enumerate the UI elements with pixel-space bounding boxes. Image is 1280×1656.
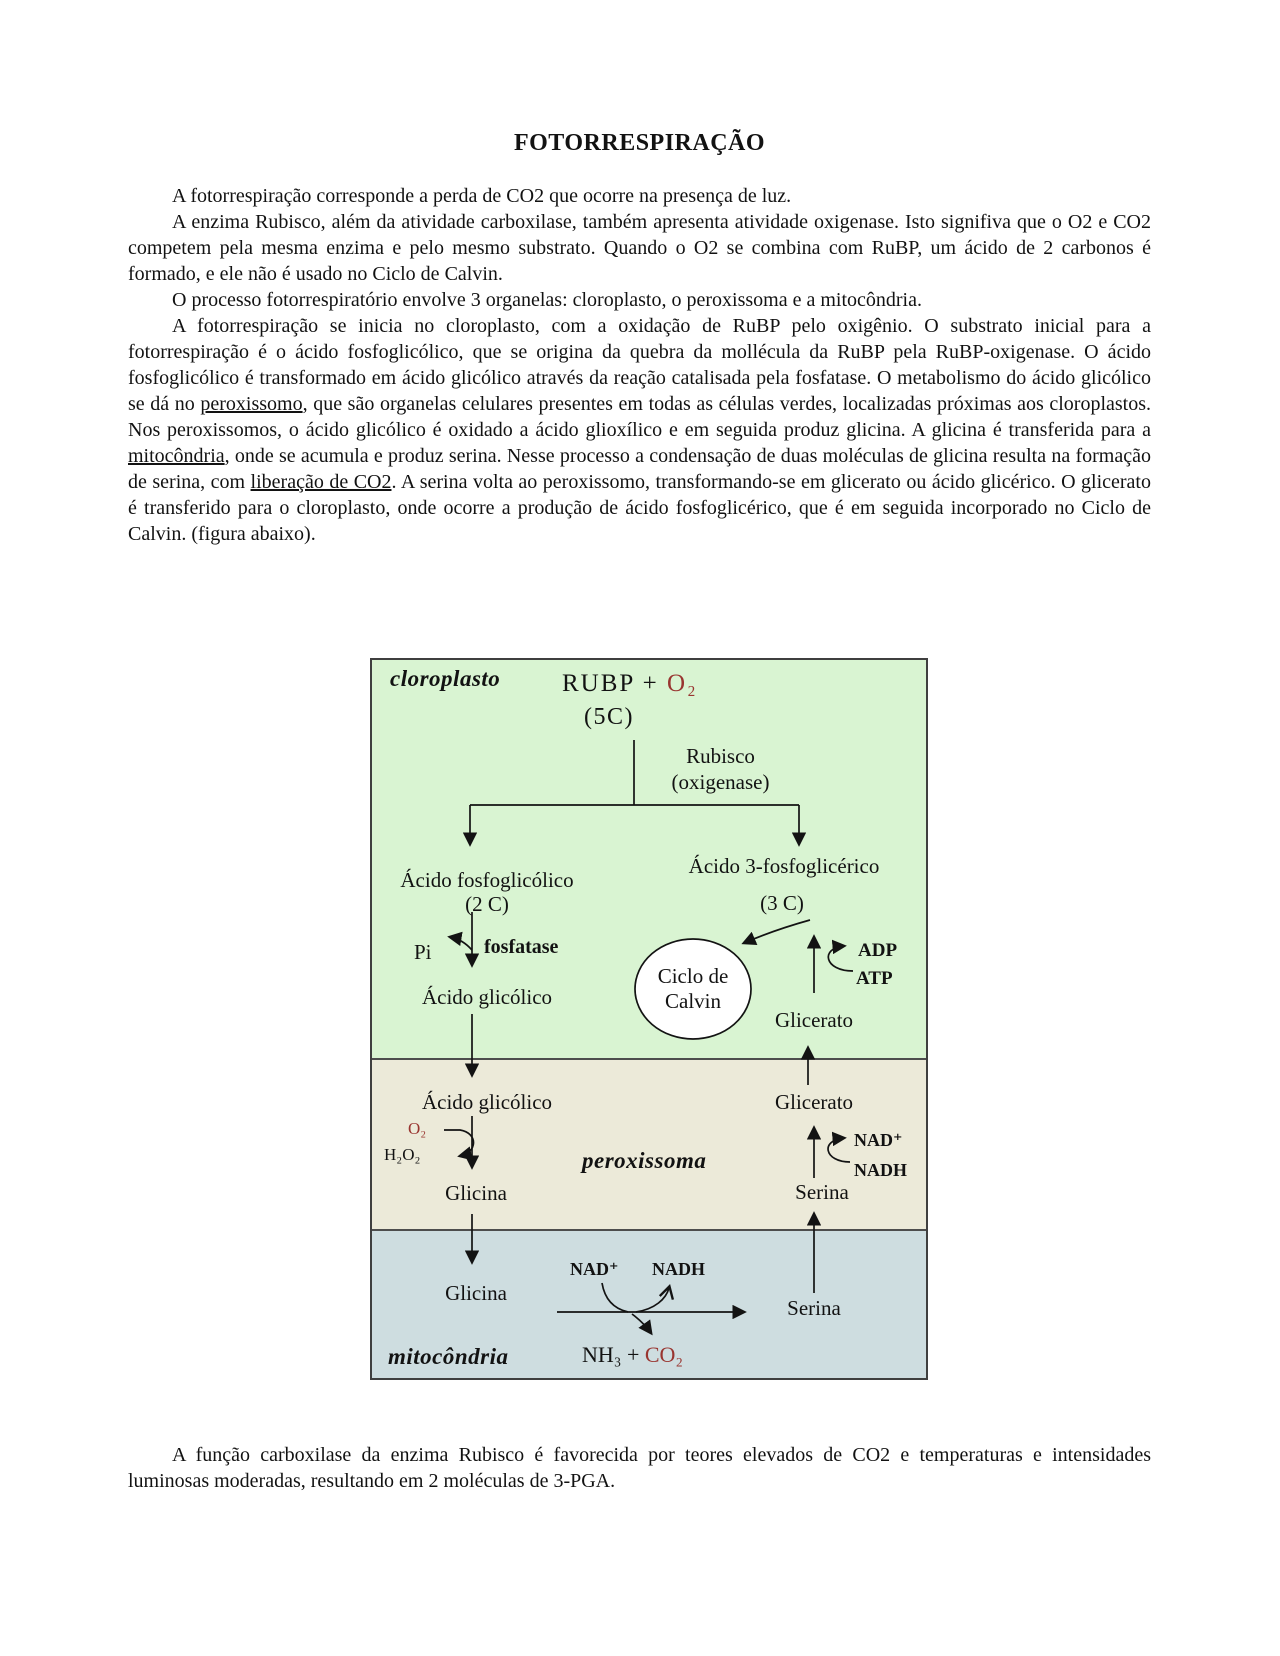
serina-peroxisome-label: Serina — [795, 1180, 849, 1204]
paragraph-4: A fotorrespiração se inicia no cloroplas… — [128, 315, 1152, 545]
arrow-to-pi — [447, 931, 473, 951]
underlined-term-liberacao-co2: liberação de CO2 — [250, 471, 392, 493]
document-title: FOTORRESPIRAÇÃO — [513, 130, 766, 156]
pi-label: Pi — [414, 940, 432, 964]
diagram-arrows — [444, 740, 854, 1336]
calvin-cycle-circle — [634, 938, 752, 1040]
nh3-co2-label: NH₃ + CO₂ — [582, 1342, 684, 1367]
closing-text: A função carboxilase da enzima Rubisco é… — [128, 1442, 1151, 1494]
co2-highlight: CO₂ — [644, 1342, 684, 1367]
mitochondria-section — [372, 1229, 926, 1378]
peroxisome-label: peroxissoma — [582, 1148, 707, 1173]
glicerato-peroxisome-label: Glicerato — [774, 1090, 854, 1114]
adp-label: ADP — [858, 940, 898, 961]
glicerato-chloroplast-label: Glicerato — [774, 1008, 854, 1032]
atp-label: ATP — [856, 968, 893, 989]
fosfoglicolico-label: Ácido fosfoglicólico — [400, 868, 574, 892]
arrow-3c-to-calvin — [741, 919, 811, 946]
rubp-o2-label: RUBP + O₂ — [562, 670, 698, 697]
arrow-atp-adp-loop — [827, 939, 854, 972]
glicina-peroxisome-label: Glicina — [445, 1181, 507, 1205]
arrow-co2-release — [631, 1313, 653, 1336]
glicolico-chloroplast-label: Ácido glicólico — [421, 985, 553, 1009]
o2-peroxisome-label: O₂ — [408, 1119, 427, 1138]
o2-highlight: O₂ — [666, 670, 698, 697]
underlined-term-mitocondria: mitocôndria — [128, 445, 225, 467]
oxigenase-label: (oxigenase) — [671, 770, 770, 794]
fosfatase-label: fosfatase — [484, 936, 559, 958]
nad-mitochondria-label: NAD⁺ — [570, 1259, 619, 1279]
rubisco-label: Rubisco — [686, 744, 755, 768]
arrow-nadh-nad-loop — [827, 1131, 851, 1163]
paragraph-3: O processo fotorrespiratório envolve 3 o… — [172, 289, 922, 311]
body-text: A fotorrespiração corresponde a perda de… — [128, 183, 1151, 547]
serina-mitochondria-label: Serina — [787, 1296, 841, 1320]
paragraph-5: A função carboxilase da enzima Rubisco é… — [128, 1444, 1151, 1492]
arrow-o2-h2o2-hook — [444, 1129, 475, 1161]
paragraph-1: A fotorrespiração corresponde a perda de… — [172, 185, 792, 207]
nad-peroxisome-label: NAD⁺ — [854, 1130, 903, 1150]
rubp-carbons-label: (5C) — [584, 704, 634, 730]
nadh-peroxisome-label: NADH — [854, 1160, 907, 1180]
underlined-term-peroxissomo: peroxissomo — [200, 393, 303, 415]
3fosfoglicerico-label: Ácido 3-fosfoglicérico — [688, 854, 880, 878]
mitochondria-label: mitocôndria — [388, 1344, 509, 1369]
3fosfoglicerico-carbons-label: (3 C) — [760, 891, 804, 915]
glicolico-peroxisome-label: Ácido glicólico — [421, 1090, 553, 1114]
h2o2-label: H₂O₂ — [384, 1145, 421, 1164]
chloroplast-label: cloroplasto — [390, 666, 501, 691]
fosfoglicolico-carbons-label: (2 C) — [465, 892, 509, 916]
curve-nad-in — [601, 1282, 629, 1313]
photorespiration-diagram: cloroplasto RUBP + O₂ (5C) Rubisco (oxig… — [370, 658, 928, 1380]
nadh-mitochondria-label: NADH — [652, 1259, 705, 1279]
curve-nadh-out — [635, 1284, 675, 1313]
paragraph-2: A enzima Rubisco, além da atividade carb… — [128, 211, 1151, 285]
glicina-mitochondria-label: Glicina — [445, 1281, 507, 1305]
